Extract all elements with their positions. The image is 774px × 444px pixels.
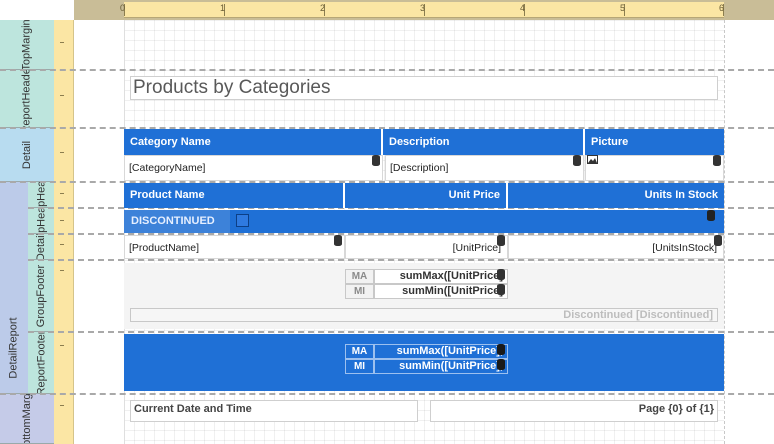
database-icon	[497, 359, 505, 370]
image-icon	[587, 155, 598, 164]
ruler-tick	[60, 345, 64, 346]
total-max-field[interactable]: sumMax([UnitPrice],	[374, 344, 508, 359]
picture-header[interactable]: Picture	[585, 129, 724, 155]
ruler-tick	[424, 4, 425, 16]
unit-price-header[interactable]: Unit Price	[345, 183, 508, 208]
ruler-corner	[0, 0, 74, 20]
ruler-number: 1	[220, 3, 226, 13]
band-detail[interactable]: Detail	[0, 128, 54, 182]
band-report-header[interactable]: ReportHeader	[0, 70, 54, 128]
band-group-header-2[interactable]: GroupHeader2	[28, 208, 54, 234]
band-label: Detail	[35, 234, 47, 260]
ruler-tick	[524, 4, 525, 16]
units-in-stock-header[interactable]: Units In Stock	[508, 183, 724, 208]
ruler-tick	[624, 4, 625, 16]
database-icon	[713, 155, 721, 166]
ruler-number: 0	[120, 3, 126, 13]
band-group-footer[interactable]: GroupFooter	[28, 260, 54, 332]
category-name-header[interactable]: Category Name	[124, 129, 383, 155]
description-field[interactable]: [Description]	[385, 155, 584, 181]
right-page-margin	[724, 20, 774, 444]
band-label: ReportFooter	[35, 332, 47, 394]
discontinued-group-bar[interactable]	[124, 210, 724, 233]
ruler-tick	[60, 220, 64, 221]
left-page-margin	[74, 20, 124, 444]
ruler-number: 4	[520, 3, 526, 13]
ruler-tick	[723, 4, 724, 16]
discontinued-checkbox[interactable]	[236, 214, 249, 227]
database-icon	[497, 344, 505, 355]
band-separator[interactable]	[28, 331, 774, 333]
ruler-tick	[60, 193, 64, 194]
page-info-field[interactable]: Page {0} of {1}	[430, 400, 718, 422]
band-label: DetailReport	[8, 316, 21, 379]
ruler-tick	[124, 4, 125, 16]
database-icon	[573, 155, 581, 166]
sum-max-field[interactable]: sumMax([UnitPrice]	[374, 269, 508, 284]
category-name-field[interactable]: [CategoryName]	[124, 155, 383, 181]
database-icon	[707, 210, 715, 221]
database-icon	[334, 235, 342, 246]
band-label: GroupFooter	[35, 264, 47, 327]
band-report-footer[interactable]: ReportFooter	[28, 332, 54, 394]
current-date-time-field[interactable]: Current Date and Time	[130, 400, 418, 422]
ruler-tick	[60, 270, 64, 271]
band-label: ReportHeader	[21, 70, 33, 128]
band-bottom-margin[interactable]: BottomMargin	[0, 394, 54, 444]
band-separator[interactable]	[28, 259, 774, 261]
ruler-tick	[60, 405, 64, 406]
ruler-number: 5	[620, 3, 626, 13]
report-title-label[interactable]: Products by Categories	[130, 76, 718, 100]
band-separator[interactable]	[0, 69, 774, 71]
band-label: TopMargin	[20, 20, 33, 70]
description-header[interactable]: Description	[383, 129, 585, 155]
product-name-field[interactable]: [ProductName]	[124, 235, 345, 259]
database-icon	[497, 235, 505, 246]
database-icon	[497, 284, 505, 295]
discontinued-label[interactable]: DISCONTINUED	[124, 210, 230, 233]
picture-field[interactable]	[585, 155, 724, 181]
database-icon	[372, 155, 380, 166]
ruler-tick	[60, 152, 64, 153]
band-separator[interactable]	[0, 181, 774, 183]
ruler-tick	[224, 4, 225, 16]
ruler-tick	[60, 95, 64, 96]
band-label: GroupHeader2	[35, 208, 47, 233]
band-label: Detail	[21, 140, 33, 169]
total-max-label[interactable]: MA	[345, 344, 374, 359]
band-separator[interactable]	[28, 233, 774, 235]
report-footer-area	[124, 334, 724, 391]
band-detail-inner[interactable]: Detail	[28, 234, 54, 260]
ruler-tick	[324, 4, 325, 16]
ruler-tick	[60, 42, 64, 43]
discontinued-expression-field[interactable]: Discontinued [Discontinued]	[130, 308, 718, 322]
total-min-label[interactable]: MI	[345, 359, 374, 374]
unit-price-field[interactable]: [UnitPrice]	[345, 235, 508, 259]
band-separator[interactable]	[0, 127, 774, 129]
band-group-header-1[interactable]: GroupHeader1	[28, 182, 54, 208]
units-in-stock-field[interactable]: [UnitsInStock]	[508, 235, 724, 259]
sum-max-label[interactable]: MA	[345, 269, 374, 284]
band-separator[interactable]	[0, 393, 774, 395]
ruler-number: 6	[719, 3, 725, 13]
band-label: GroupHeader1	[35, 182, 47, 207]
ruler-number: 3	[420, 3, 426, 13]
ruler-number: 2	[320, 3, 326, 13]
product-name-header[interactable]: Product Name	[124, 183, 345, 208]
sum-min-field[interactable]: sumMin([UnitPrice]	[374, 284, 508, 299]
database-icon	[714, 235, 722, 246]
sum-min-label[interactable]: MI	[345, 284, 374, 299]
band-label: BottomMargin	[21, 394, 34, 444]
database-icon	[497, 269, 505, 280]
band-separator[interactable]	[28, 207, 774, 209]
band-detail-report[interactable]: DetailReport	[0, 182, 28, 394]
total-min-field[interactable]: sumMin([UnitPrice],	[374, 359, 508, 374]
ruler-tick	[60, 244, 64, 245]
band-top-margin[interactable]: TopMargin	[0, 20, 54, 70]
vertical-ruler	[54, 20, 74, 444]
